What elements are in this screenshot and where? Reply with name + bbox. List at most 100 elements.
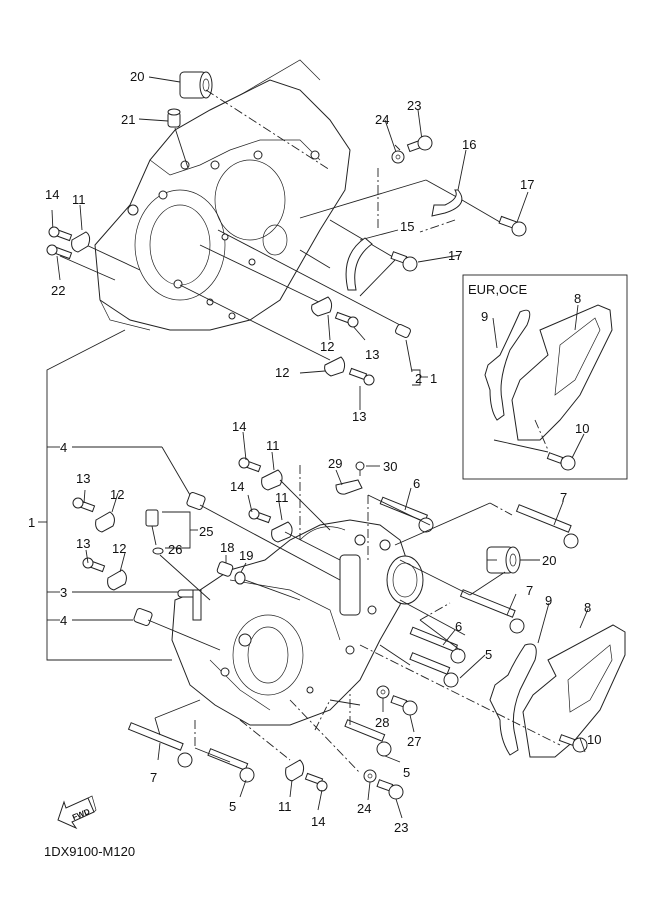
part-30-screw (355, 461, 365, 476)
callout-10: 10 (575, 421, 590, 436)
part-20-bushing (179, 71, 213, 99)
part-17a-bolt (498, 215, 527, 237)
part-4b-dowel (133, 608, 153, 626)
callout-23: 23 (407, 98, 422, 113)
part-11d-plate (285, 759, 305, 782)
part-5b-bolt (344, 719, 392, 757)
callout-8: 8 (584, 600, 592, 615)
callout-9: 9 (481, 309, 489, 324)
callout-1: 1 (430, 371, 438, 386)
assembly-bracket-1 (38, 329, 191, 661)
callout-11: 11 (278, 799, 292, 814)
part-7b-bolt (459, 589, 525, 634)
callout-20: 20 (130, 69, 145, 84)
part-4a-dowel (186, 492, 206, 510)
part-12c-plate (95, 511, 115, 533)
callout-24: 24 (375, 112, 390, 127)
part-15-bracket (345, 237, 373, 291)
part-6b-bolt (409, 626, 466, 664)
callout-13: 13 (352, 409, 367, 424)
part-5a-bolt (409, 652, 459, 688)
inset-title: EUR,OCE (468, 282, 528, 297)
part-17b-bolt (390, 251, 418, 272)
part-23-bolt (406, 135, 433, 153)
callout-16: 16 (462, 137, 477, 152)
part-21-dowel (167, 108, 181, 128)
part-12b-plate (324, 356, 346, 377)
part-11c-plate (271, 521, 293, 543)
callout-27: 27 (407, 734, 422, 749)
callout-29: 29 (328, 456, 343, 471)
callout-18: 18 (220, 540, 235, 555)
part-12d-plate (107, 569, 127, 591)
callout-11: 11 (266, 438, 280, 453)
callout-13: 13 (76, 536, 91, 551)
callout-5: 5 (403, 765, 411, 780)
part-14a-screw (48, 226, 73, 242)
callout-23: 23 (394, 820, 409, 835)
callout-12: 12 (320, 339, 335, 354)
callout-11: 11 (72, 192, 86, 207)
callout-12: 12 (112, 541, 127, 556)
part-25-sensor (145, 509, 159, 546)
callout-28: 28 (375, 715, 390, 730)
callout-12: 12 (110, 487, 125, 502)
part-13d-screw (82, 557, 106, 573)
callout-11: 11 (275, 490, 289, 505)
part-18-dowel (216, 561, 234, 577)
callout-24: 24 (357, 801, 372, 816)
callout-19: 19 (239, 548, 254, 563)
part-28-washer (376, 685, 390, 699)
callout-25: 25 (199, 524, 214, 539)
callout-6: 6 (455, 619, 463, 634)
part-29-clamp (335, 479, 363, 495)
part-24b-washer (363, 769, 377, 783)
part-20b-bushing (486, 546, 521, 574)
part-11a-plate (71, 231, 91, 253)
part-3-pipe (177, 589, 202, 621)
part-13b-screw (348, 367, 375, 386)
callout-14: 14 (311, 814, 326, 829)
callout-3: 3 (60, 585, 68, 600)
part-12a-plate (311, 296, 333, 317)
callout-1: 1 (28, 515, 36, 530)
part-23b-bolt (376, 779, 404, 800)
part-26-oring (152, 547, 164, 555)
callout-14: 14 (232, 419, 247, 434)
callout-8: 8 (574, 291, 582, 306)
fwd-arrow-icon (57, 795, 97, 830)
callout-5: 5 (229, 799, 237, 814)
callout-17: 17 (520, 177, 535, 192)
part-9b-bracket (489, 643, 537, 756)
callout-4: 4 (60, 440, 68, 455)
part-14b-screw (238, 457, 262, 473)
callout-12: 12 (275, 365, 290, 380)
callout-13: 13 (76, 471, 91, 486)
leader-lines-lower (83, 431, 589, 819)
part-22-screw (46, 244, 73, 260)
callout-21: 21 (121, 112, 136, 127)
part-2-sensor (395, 323, 411, 339)
crankcase-left-half (94, 59, 351, 331)
part-7c-bolt (127, 722, 193, 768)
callout-17: 17 (448, 248, 463, 263)
callout-4: 4 (60, 613, 68, 628)
part-13c-screw (72, 497, 96, 513)
callout-20: 20 (542, 553, 557, 568)
inset-box (462, 274, 628, 480)
part-7a-bolt (515, 504, 579, 549)
callout-22: 22 (51, 283, 66, 298)
part-19-oring (234, 571, 246, 585)
callout-7: 7 (526, 583, 534, 598)
callout-30: 30 (383, 459, 398, 474)
part-11b-plate (261, 469, 283, 491)
part-13a-screw (334, 311, 359, 328)
part-24-washer (391, 150, 405, 164)
part-16-bracket (431, 189, 463, 217)
callout-7: 7 (560, 490, 568, 505)
callout-5: 5 (485, 647, 493, 662)
callout-14: 14 (230, 479, 245, 494)
callout-13: 13 (365, 347, 380, 362)
